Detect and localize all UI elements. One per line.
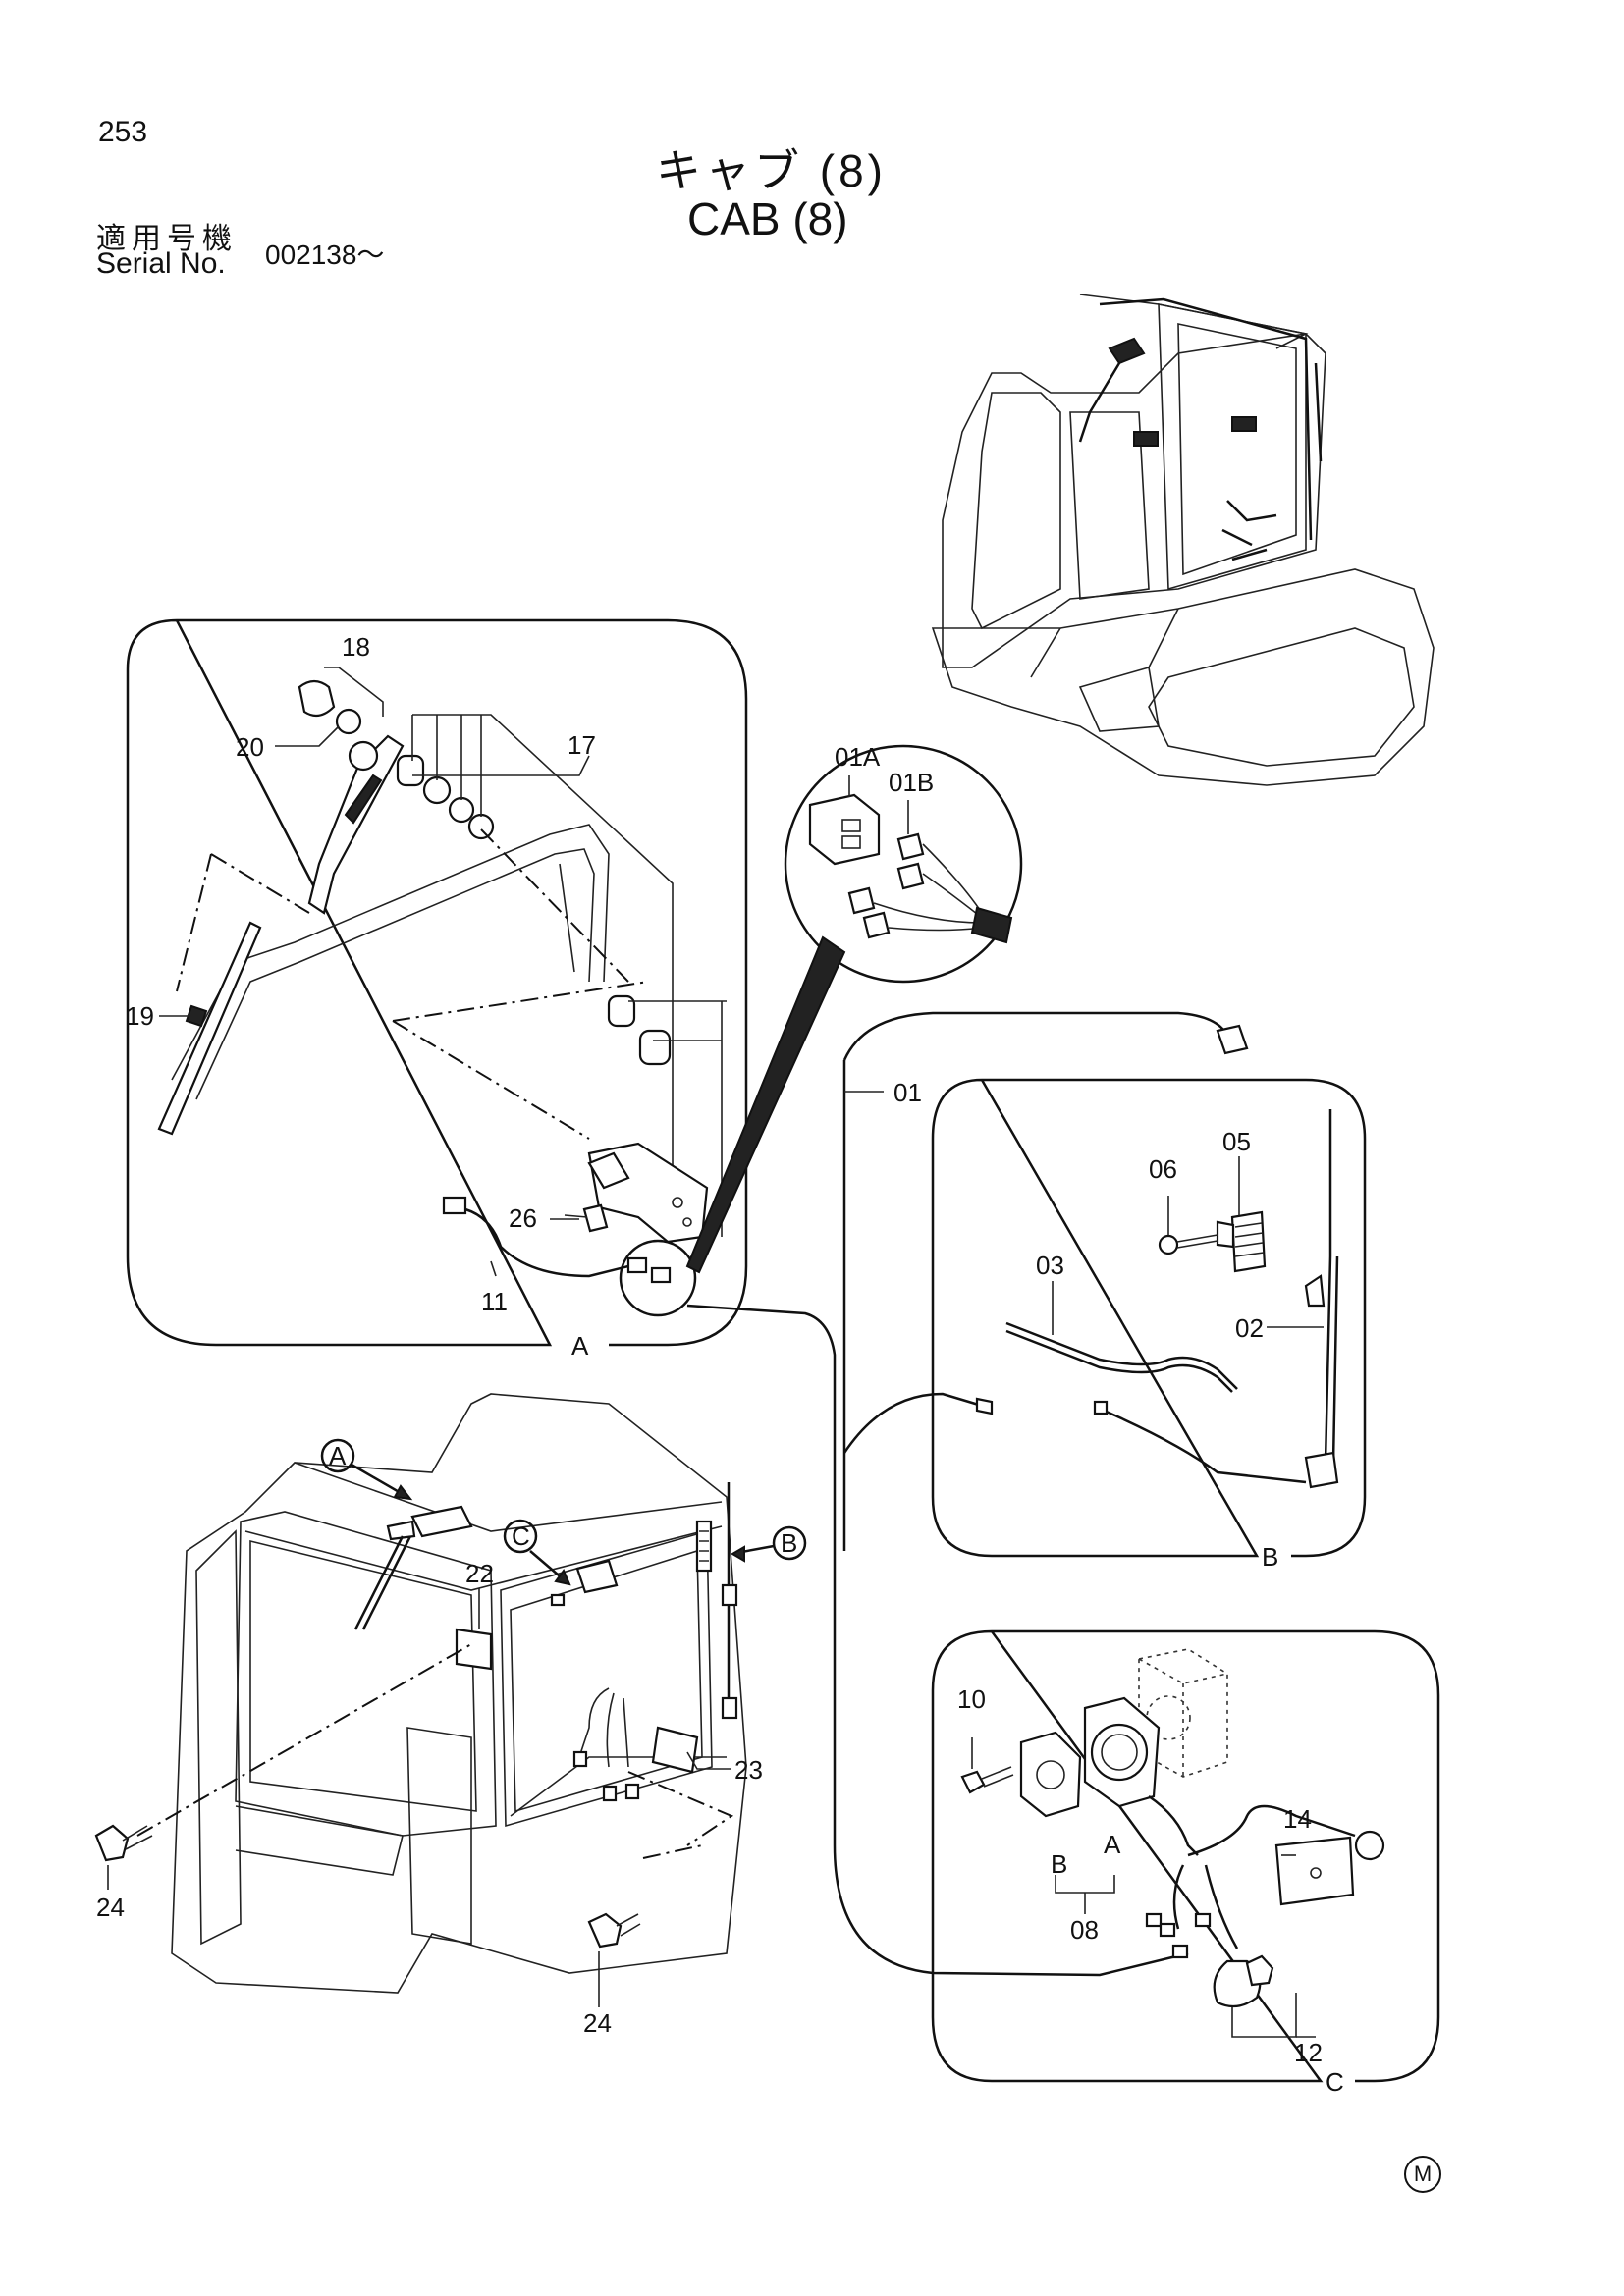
page-title-japanese: キャブ (8) [656, 145, 887, 196]
callout-03: 03 [1036, 1251, 1064, 1280]
callout-01a: 01A [835, 742, 881, 772]
page-title: CAB (8) [687, 193, 848, 244]
callout-01b: 01B [889, 768, 934, 797]
callout-01: 01 [893, 1078, 922, 1107]
callout-14: 14 [1283, 1804, 1312, 1834]
connector-label-a: A [1104, 1830, 1121, 1859]
callout-19: 19 [126, 1001, 154, 1031]
reference-marker-a: A [329, 1441, 347, 1470]
connector-detail-magnifier [685, 744, 1023, 1274]
detail-view-label-b: B [1262, 1542, 1278, 1572]
serial-number-range: 002138～ [265, 240, 385, 270]
reference-marker-c: C [512, 1522, 530, 1551]
page-number: 253 [98, 116, 148, 148]
callout-22: 22 [465, 1559, 494, 1588]
callout-10: 10 [957, 1684, 986, 1714]
callout-20: 20 [236, 732, 264, 762]
callout-05: 05 [1222, 1127, 1251, 1156]
callout-11: 11 [481, 1287, 508, 1316]
cab-overview-illustration [931, 294, 1435, 786]
callout-12: 12 [1294, 2038, 1323, 2067]
callout-labels: 18 20 17 19 26 11 A 01A 01B 01 05 06 03 … [96, 632, 1344, 2097]
callout-24-bottom: 24 [583, 2008, 612, 2038]
callout-08: 08 [1070, 1915, 1099, 1945]
callout-17: 17 [568, 730, 596, 760]
callout-18: 18 [342, 632, 370, 662]
detail-c-speaker-assembly [931, 1629, 1440, 2083]
callout-06: 06 [1149, 1154, 1177, 1184]
callout-26: 26 [509, 1203, 537, 1233]
serial-label-japanese: 適用号機 [96, 223, 238, 255]
detail-a-wiper-assembly [126, 618, 748, 1347]
detail-b-antenna-assembly [931, 1078, 1367, 1558]
cab-structure-illustration [94, 1393, 807, 2007]
callout-23: 23 [734, 1755, 763, 1785]
serial-label: Serial No. [96, 247, 226, 280]
detail-view-label-c: C [1326, 2067, 1344, 2097]
callout-24-left: 24 [96, 1893, 125, 1922]
connector-label-b: B [1051, 1849, 1067, 1879]
main-harness-01 [686, 1011, 1249, 1977]
manufacturer-mark: M [1404, 2156, 1441, 2193]
reference-marker-b: B [781, 1528, 797, 1558]
detail-view-label-a: A [571, 1331, 589, 1361]
callout-02: 02 [1235, 1313, 1264, 1343]
